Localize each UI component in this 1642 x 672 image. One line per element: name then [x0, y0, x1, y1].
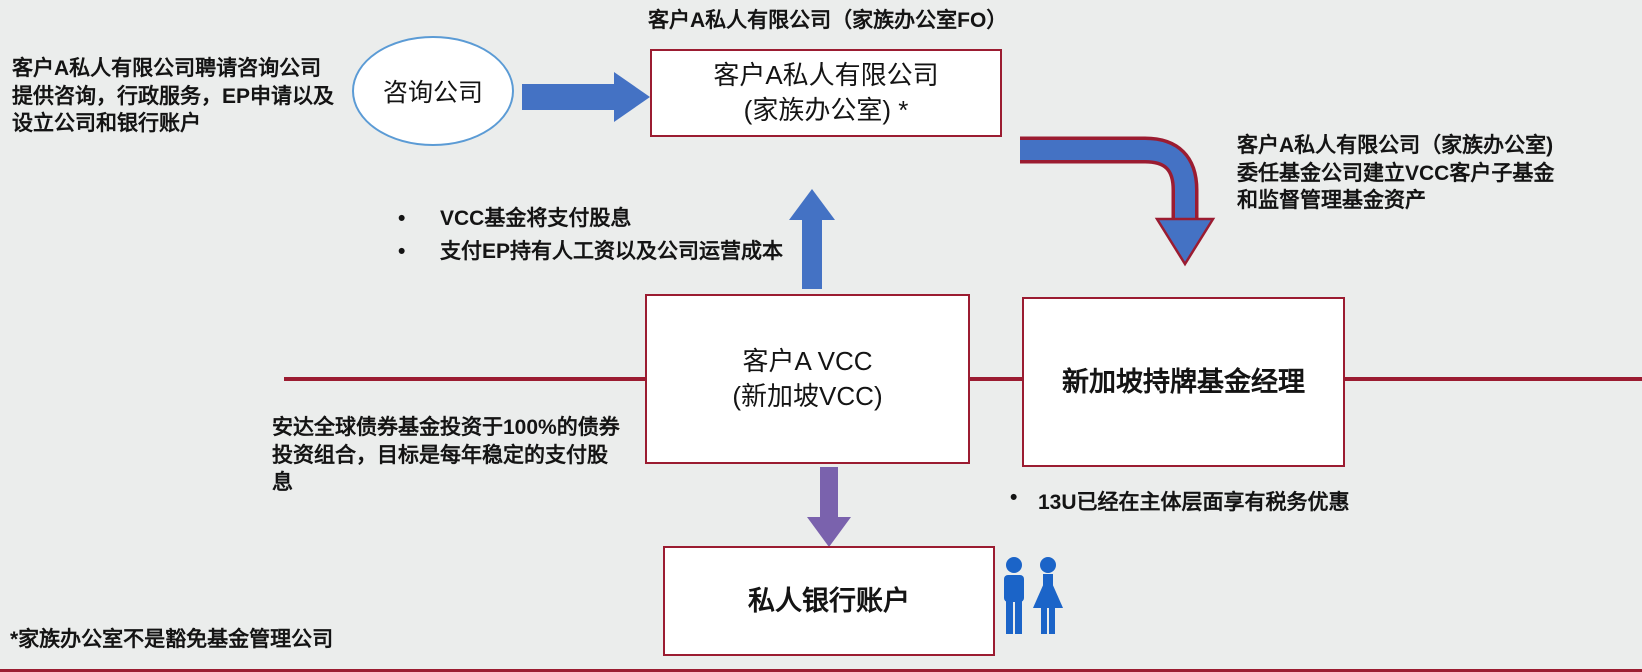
curved-arrow-fo-to-fund-manager [1020, 136, 1216, 267]
vcc-line2: (新加坡VCC) [732, 381, 883, 411]
vcc-line1: 客户A VCC [742, 345, 873, 376]
arrow-vcc-to-fo-head [789, 189, 835, 220]
arrow-vcc-to-bank-head [807, 517, 851, 547]
arrow-vcc-to-bank [820, 467, 838, 518]
fund-manager-label: 新加坡持牌基金经理 [1062, 366, 1305, 397]
family-office-line1: 客户A私人有限公司 [713, 59, 939, 90]
arrow-vcc-to-fo [802, 219, 822, 289]
note-bond-fund-invest: 安达全球债券基金投资于100%的债券投资组合，目标是每年稳定的支付股息 [272, 416, 620, 495]
fo-box-caption: 客户A私人有限公司（家族办公室FO） [648, 9, 1008, 32]
arrow-consulting-to-fo-head [614, 72, 650, 122]
consulting-company-label: 咨询公司 [382, 79, 483, 107]
bullet-ep-salary: 支付EP持有人工资以及公司运营成本 [392, 235, 783, 268]
vcc-box: 客户A VCC (新加坡VCC) [645, 294, 970, 464]
bullet-dividend: VCC基金将支付股息 [392, 202, 783, 235]
family-office-box: 客户A私人有限公司 (家族办公室) * [650, 49, 1002, 137]
private-bank-label: 私人银行账户 [748, 585, 910, 616]
couple-person-icon [1004, 557, 1063, 634]
family-office-line2: (家族办公室) * [743, 95, 909, 125]
bottom-border-line [0, 669, 1642, 672]
footnote-family-office: *家族办公室不是豁免基金管理公司 [10, 628, 334, 651]
consulting-company-node: 咨询公司 [352, 36, 514, 146]
note-hire-consulting: 客户A私人有限公司聘请咨询公司提供咨询，行政服务，EP申请以及设立公司和银行账户 [12, 57, 335, 136]
fund-manager-box: 新加坡持牌基金经理 [1022, 297, 1345, 467]
note-appoint-fund-manager: 客户A私人有限公司（家族办公室)委任基金公司建立VCC客户子基金和监督管理基金资… [1237, 134, 1555, 213]
private-bank-box: 私人银行账户 [663, 546, 995, 656]
vcc-payment-bullets: VCC基金将支付股息 支付EP持有人工资以及公司运营成本 [392, 202, 783, 269]
bullet-13u-tax: 13U已经在主体层面享有税务优惠 [1008, 486, 1350, 516]
arrow-consulting-to-fo [522, 84, 614, 110]
